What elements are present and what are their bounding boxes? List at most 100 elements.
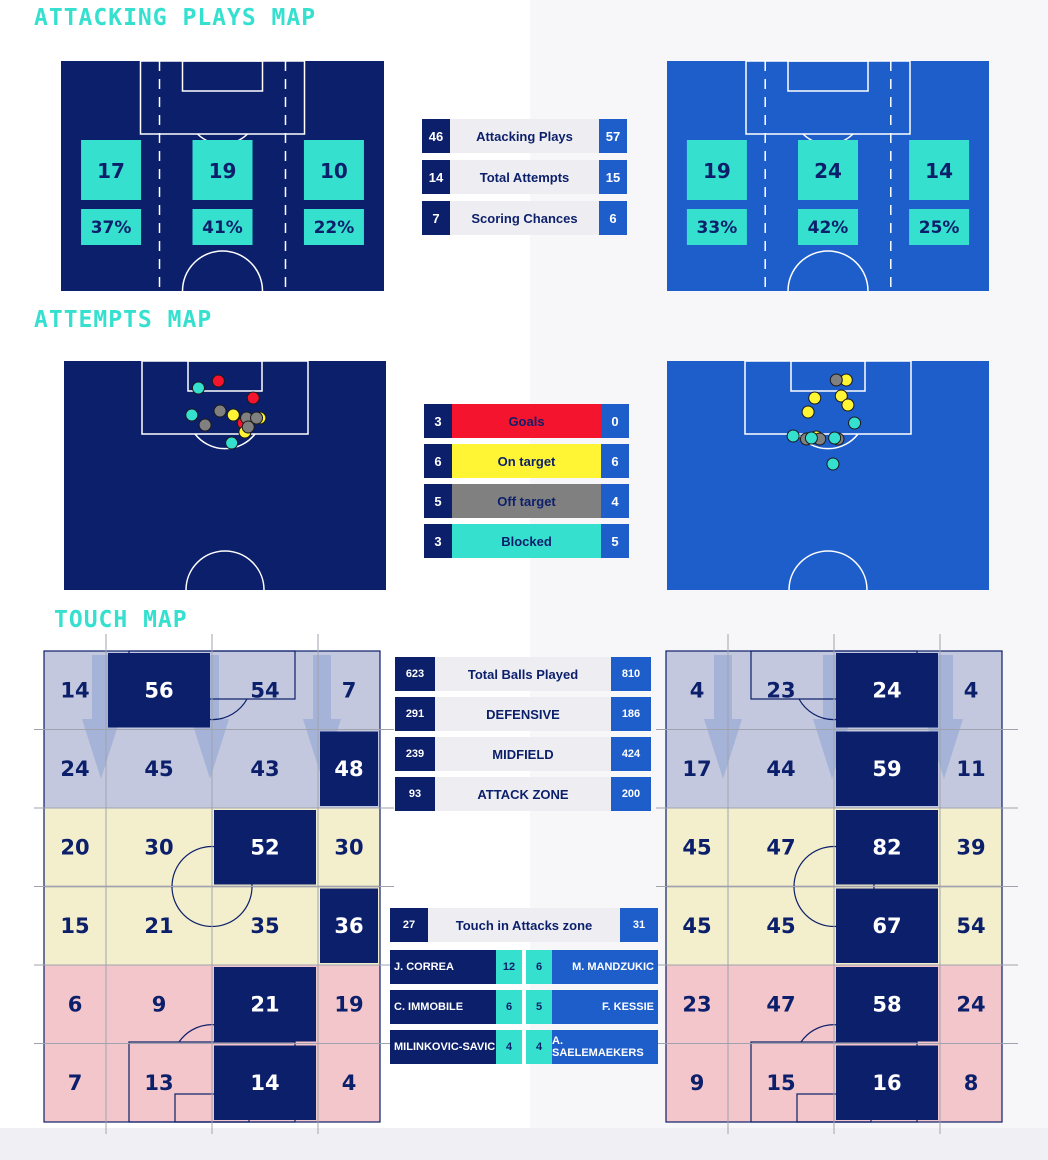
attack-zone-label: Touch in Attacks zone [428, 908, 620, 942]
shot-marker-on-target [226, 408, 240, 422]
zone-count: 19 [703, 159, 731, 183]
highlight-cell [836, 888, 938, 963]
touch-count: 21 [250, 992, 279, 1016]
touch-count: 48 [334, 757, 363, 781]
shot-marker-blocked [828, 431, 842, 445]
touch-stat-row-label: ATTACK ZONE [435, 777, 611, 811]
touch-count: 44 [766, 757, 795, 781]
attempt-legend-row-home-value: 3 [424, 404, 452, 438]
highlight-cell [836, 810, 938, 885]
touch-count: 47 [766, 992, 795, 1016]
shot-marker-blocked [848, 416, 862, 430]
touch-count: 39 [956, 835, 985, 859]
zone-count: 24 [814, 159, 842, 183]
touch-count: 36 [334, 914, 363, 938]
zone-count-box [192, 140, 253, 200]
touch-stat-row-label: MIDFIELD [435, 737, 611, 771]
home-player-name: C. IMMOBILE [390, 990, 496, 1024]
zone-pct-box [192, 209, 253, 245]
touch-count: 56 [144, 678, 173, 702]
zone-pct-box [303, 209, 364, 245]
touch-count: 13 [144, 1071, 173, 1095]
touch-stat-row-label: Total Balls Played [435, 657, 611, 691]
touch-count: 4 [964, 678, 979, 702]
zone-pct-box [798, 209, 858, 245]
comparison-row-away-value: 6 [599, 201, 627, 235]
shot-marker-on-target [808, 391, 822, 405]
attempt-legend-row-away-value: 6 [601, 444, 629, 478]
touch-count: 30 [144, 835, 173, 859]
shot-marker-on-target [841, 398, 855, 412]
zone-pct: 25% [919, 218, 960, 238]
highlight-cell [108, 653, 210, 728]
touch-stat-row-home-value: 239 [395, 737, 435, 771]
zone-count-box [798, 140, 858, 200]
touch-stat-row-home-value: 93 [395, 777, 435, 811]
pitch-lines [744, 360, 912, 591]
touch-count: 23 [682, 992, 711, 1016]
touch-count: 24 [956, 992, 985, 1016]
highlight-cell [214, 967, 316, 1042]
shot-marker-blocked [191, 381, 205, 395]
touch-count: 45 [766, 914, 795, 938]
zone-count-box [909, 140, 970, 200]
attempt-legend-row-home-value: 5 [424, 484, 452, 518]
touch-stat-row-label: DEFENSIVE [435, 697, 611, 731]
zone-pct: 22% [314, 218, 355, 238]
zone-pct-box [909, 209, 970, 245]
home-player-name: MILINKOVIC-SAVIC [390, 1030, 496, 1064]
zone-pct-box [81, 209, 142, 245]
pitch-lines [141, 360, 309, 591]
touch-stat-row-away-value: 200 [611, 777, 651, 811]
touch-count: 14 [250, 1071, 279, 1095]
zone-pct: 41% [202, 218, 243, 238]
home-player-value: 12 [496, 950, 522, 984]
highlight-cell [836, 653, 938, 728]
attempts-map-title: ATTEMPTS MAP [34, 307, 213, 333]
highlight-cell [320, 888, 378, 963]
away-player-name: A. SAELEMAEKERS [552, 1030, 658, 1064]
touch-count: 82 [872, 835, 901, 859]
zone-pct: 42% [808, 218, 849, 238]
touch-count: 9 [152, 992, 167, 1016]
attempt-legend-row-home-value: 3 [424, 524, 452, 558]
shot-marker-goals [211, 374, 225, 388]
touch-count: 54 [956, 914, 985, 938]
touch-count: 45 [144, 757, 173, 781]
home-player-name: J. CORREA [390, 950, 496, 984]
shot-marker-goals [246, 391, 260, 405]
zone-count-box [81, 140, 142, 200]
shot-marker-blocked [804, 431, 818, 445]
shot-marker-on-target [834, 389, 848, 403]
touch-count: 9 [690, 1071, 705, 1095]
highlight-cell [836, 731, 938, 806]
touch-count: 30 [334, 835, 363, 859]
grid-lines [656, 634, 1018, 1134]
comparison-row-home-value: 14 [422, 160, 450, 194]
comparison-row-away-value: 57 [599, 119, 627, 153]
touch-count: 6 [68, 992, 83, 1016]
shot-marker-blocked [826, 457, 840, 471]
touch-stat-row-home-value: 623 [395, 657, 435, 691]
touch-count: 20 [60, 835, 89, 859]
comparison-row-label: Attacking Plays [450, 119, 599, 153]
away-player-name: M. MANDZUKIC [552, 950, 658, 984]
touch-count: 15 [60, 914, 89, 938]
zone-count: 17 [97, 159, 125, 183]
shot-marker-off-target [198, 418, 212, 432]
away-player-value: 6 [526, 950, 552, 984]
comparison-row-home-value: 7 [422, 201, 450, 235]
zone-pct: 37% [91, 218, 132, 238]
attempt-legend-row-label: On target [452, 444, 601, 478]
highlight-cell [836, 1045, 938, 1120]
touch-count: 47 [766, 835, 795, 859]
